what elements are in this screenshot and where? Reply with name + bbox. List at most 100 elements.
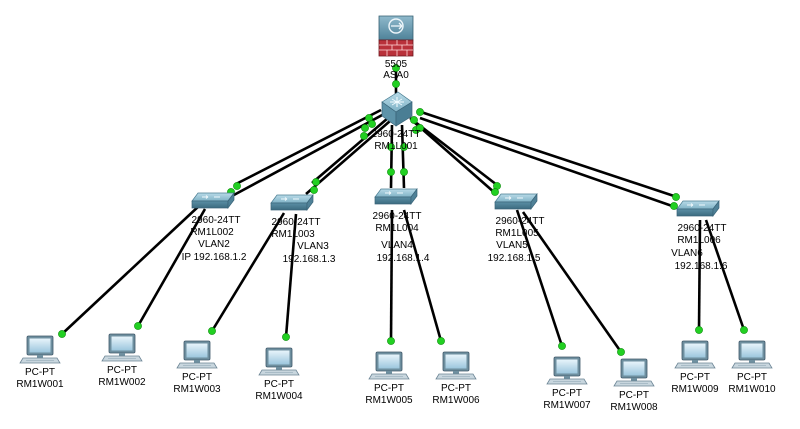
- switch-icon: [494, 193, 538, 210]
- switch-model-label: 2960-24TT: [678, 223, 727, 234]
- port-status-indicator: [134, 322, 142, 330]
- pc-icon: [368, 351, 410, 380]
- access-switch-node-6[interactable]: 2960-24TT RM1L006 VLAN6 192.168.1.6: [671, 200, 728, 272]
- network-link[interactable]: [389, 209, 394, 342]
- network-link[interactable]: [417, 109, 678, 199]
- firewall-name-label: ASA0: [383, 70, 409, 81]
- port-status-indicator: [387, 337, 395, 345]
- switch-ip-label: IP 192.168.1.2: [182, 252, 247, 263]
- port-status-indicator: [387, 168, 395, 176]
- network-link[interactable]: [413, 121, 496, 194]
- network-link[interactable]: [61, 204, 201, 335]
- switch-ip-label: 192.168.1.4: [377, 253, 430, 264]
- pc-type-label: PC-PT: [374, 383, 404, 394]
- access-switch-node-5[interactable]: 2960-24TT RM1L005 VLAN5 192.168.1.5: [488, 193, 545, 264]
- switch-vlan-label: VLAN2: [198, 239, 230, 250]
- pc-type-label: PC-PT: [25, 367, 55, 378]
- port-status-indicator: [392, 64, 400, 72]
- switch-model-label: 2960-24TT: [373, 211, 422, 222]
- network-link[interactable]: [231, 111, 387, 198]
- port-status-indicator: [437, 337, 445, 345]
- switch-name-label: RM1L003: [271, 229, 315, 240]
- network-link[interactable]: [704, 219, 746, 331]
- port-status-indicator: [558, 342, 566, 350]
- switch-name-label: RM1L005: [495, 228, 539, 239]
- firewall-model-label: 5505: [385, 59, 408, 70]
- network-link[interactable]: [402, 209, 443, 342]
- core-switch-node[interactable]: 2960-24TT RM1L001: [372, 91, 421, 152]
- firewall-node[interactable]: 5505 ASA0: [378, 15, 414, 81]
- multilayer-switch-icon: [381, 91, 413, 127]
- port-status-indicator: [360, 132, 368, 140]
- network-link[interactable]: [409, 116, 498, 187]
- network-link[interactable]: [515, 209, 564, 347]
- firewall-icon: [378, 15, 414, 57]
- pc-name-label: RM1W004: [255, 391, 303, 402]
- pc-type-label: PC-PT: [264, 379, 294, 390]
- port-status-indicator: [410, 116, 418, 124]
- links-layer: [61, 68, 746, 353]
- network-link[interactable]: [284, 213, 298, 338]
- switch-vlan-label: VLAN3: [297, 241, 329, 252]
- switch-icon: [270, 194, 314, 211]
- network-link[interactable]: [305, 120, 391, 195]
- pc-name-label: RM1W008: [610, 402, 658, 413]
- pc-icon: [258, 347, 300, 376]
- port-status-indicator: [695, 326, 703, 334]
- pc-icon: [674, 340, 716, 369]
- pc-name-label: RM1W007: [543, 400, 591, 411]
- pc-icon: [101, 333, 143, 362]
- network-link[interactable]: [311, 117, 389, 184]
- switch-ip-label: 192.168.1.5: [488, 253, 541, 264]
- pc-icon: [435, 351, 477, 380]
- switch-ip-label: 192.168.1.6: [675, 261, 728, 272]
- network-link[interactable]: [521, 211, 623, 353]
- network-link[interactable]: [210, 212, 286, 332]
- access-switch-node-2[interactable]: 2960-24TT RM1L002 VLAN2 IP 192.168.1.2: [182, 192, 247, 263]
- switch-vlan-label: VLAN5: [496, 240, 528, 251]
- port-status-indicator: [416, 124, 424, 132]
- port-status-indicator: [416, 108, 424, 116]
- network-link[interactable]: [235, 108, 382, 186]
- network-link[interactable]: [136, 208, 207, 327]
- pc-type-label: PC-PT: [619, 390, 649, 401]
- network-link[interactable]: [389, 124, 394, 189]
- switch-icon: [191, 192, 235, 209]
- pc-type-label: PC-PT: [107, 365, 137, 376]
- network-link[interactable]: [419, 116, 676, 209]
- switch-name-label: RM1L006: [677, 235, 721, 246]
- pc-type-label: PC-PT: [182, 372, 212, 383]
- access-switch-node-4[interactable]: 2960-24TT RM1L004 VLAN4 192.168.1.4: [373, 188, 430, 264]
- port-status-indicator: [208, 327, 216, 335]
- switch-name-label: RM1L002: [190, 227, 234, 238]
- pc-type-label: PC-PT: [737, 372, 767, 383]
- network-link[interactable]: [400, 124, 406, 189]
- port-status-indicator: [310, 186, 318, 194]
- pc-icon: [19, 335, 61, 364]
- port-status-indicator: [400, 168, 408, 176]
- port-status-indicator: [491, 188, 499, 196]
- pc-name-label: RM1W006: [432, 395, 480, 406]
- port-status-indicator: [387, 143, 395, 151]
- port-status-indicator: [312, 178, 320, 186]
- port-status-indicator: [361, 124, 369, 132]
- switch-icon: [676, 200, 720, 217]
- pc-name-label: RM1W002: [98, 377, 146, 388]
- pc-icon: [176, 340, 218, 369]
- switch-icon: [374, 188, 418, 205]
- access-switch-node-3[interactable]: 2960-24TT RM1L003 VLAN3 192.168.1.3: [270, 194, 336, 265]
- network-link[interactable]: [697, 219, 702, 331]
- port-status-indicator: [282, 333, 290, 341]
- core-switch-name-label: RM1L001: [374, 141, 418, 152]
